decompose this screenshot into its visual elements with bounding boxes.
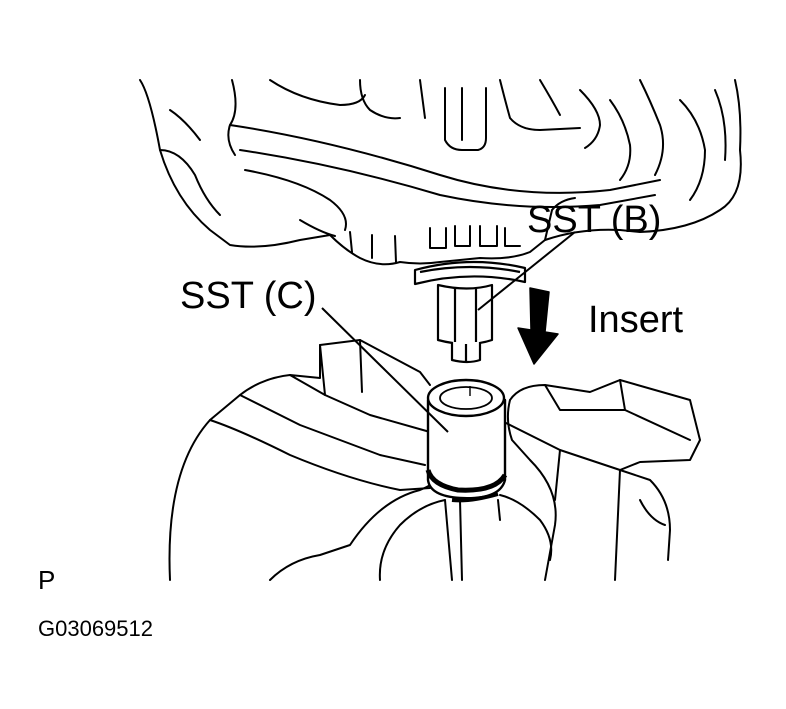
figure-id: G03069512 (38, 616, 153, 641)
leader-lines (321, 231, 576, 433)
corner-code: P (38, 565, 55, 595)
alternator-body (139, 79, 742, 266)
leader-sst-b (477, 231, 576, 311)
leader-sst-c (321, 307, 449, 433)
vise-holder (168, 339, 701, 581)
label-sst-b: SST (B) (527, 199, 661, 241)
sst-b-tool (413, 260, 527, 364)
label-sst-c: SST (C) (180, 275, 317, 317)
label-insert: Insert (588, 299, 683, 341)
sst-c-sleeve (425, 378, 508, 503)
down-arrow-icon (517, 287, 559, 365)
